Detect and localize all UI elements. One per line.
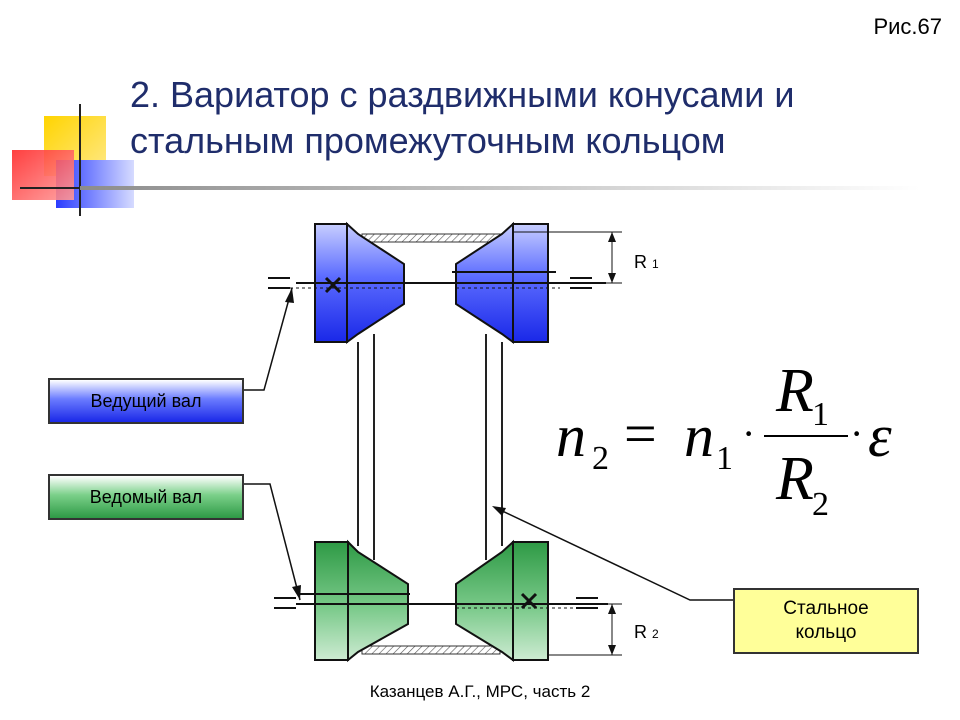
driven-shaft-label-box: Ведомый вал: [48, 474, 244, 520]
formula-n2-sub: 2: [592, 440, 609, 477]
steel-ring-label-line2: кольцо: [795, 622, 857, 643]
slide-title: 2. Вариатор с раздвижными конусами и ста…: [130, 74, 795, 161]
formula-r2-var: R: [776, 445, 814, 513]
formula-epsilon: ε: [868, 403, 892, 469]
bottom-right-bearing-mark: [576, 597, 598, 609]
r2-label: R 2: [634, 622, 659, 642]
drive-shaft-leader: [244, 287, 294, 391]
top-cross-mark: [324, 276, 342, 294]
driven-cone-right: [455, 539, 549, 662]
driven-cone-left: [314, 539, 409, 663]
drive-shaft-label-box: Ведущий вал: [48, 378, 244, 424]
bottom-cross-mark: [520, 592, 538, 610]
driven-shaft-leader: [244, 483, 301, 601]
r1-label: R 1: [634, 252, 659, 272]
formula-n1-var: n: [684, 403, 714, 469]
drive-shaft-label: Ведущий вал: [90, 390, 202, 411]
ring-top-hatch: [361, 233, 501, 243]
formula-n2-var: n: [556, 403, 586, 469]
drive-shaft-line: [268, 271, 606, 294]
formula-dot-2: ·: [850, 411, 864, 456]
formula-n1-sub: 1: [716, 440, 733, 477]
slide-footer: Казанцев А.Г., МРС, часть 2: [369, 682, 591, 701]
steel-ring-leader: [492, 506, 733, 601]
decorative-squares: [12, 104, 134, 216]
driven-shaft-line: [274, 592, 608, 610]
top-left-bearing-mark: [268, 277, 290, 289]
steel-ring-label-line1: Стальное: [783, 598, 869, 619]
ring-bottom-hatch: [361, 645, 501, 655]
title-underline: [80, 186, 920, 190]
formula-r2-sub: 2: [812, 486, 829, 523]
formula-equals: =: [624, 401, 657, 466]
formula-dot-1: ·: [742, 411, 756, 456]
top-right-bearing-mark: [570, 277, 592, 289]
steel-ring-label-box: Стальное кольцо: [733, 588, 919, 654]
r1-dimension: [513, 231, 622, 284]
figure-label: Рис.67: [873, 14, 942, 39]
r2-dimension: [548, 603, 622, 656]
formula-r1-sub: 1: [812, 396, 829, 433]
deco-red-square: [12, 150, 74, 200]
bottom-left-bearing-mark: [274, 597, 296, 609]
driven-shaft-label: Ведомый вал: [89, 486, 203, 507]
formula-r1-var: R: [776, 357, 814, 425]
